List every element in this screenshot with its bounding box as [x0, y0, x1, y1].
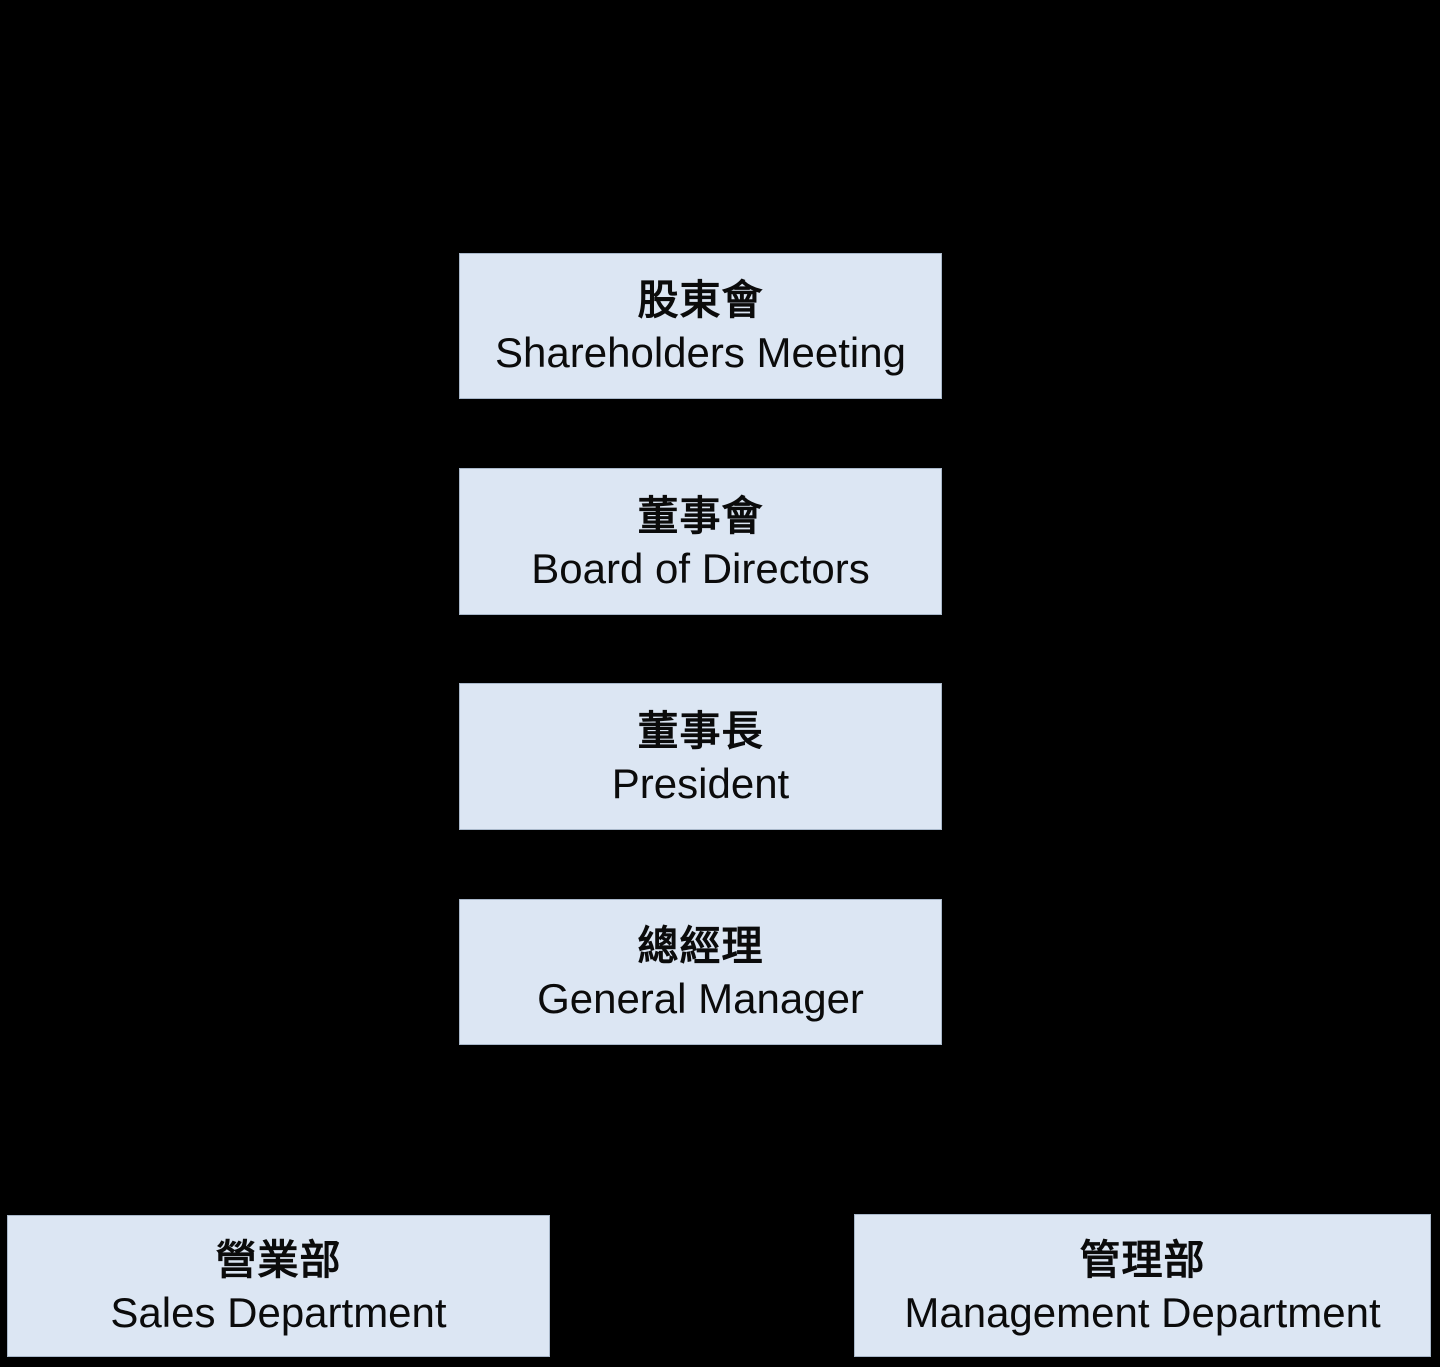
node-title-zh: 管理部: [1079, 1236, 1206, 1283]
node-title-zh: 總經理: [637, 923, 764, 969]
org-node-board-of-directors: 董事會 Board of Directors: [459, 468, 942, 615]
node-subtitle-en: Management Department: [904, 1288, 1381, 1336]
node-subtitle-en: President: [611, 759, 790, 807]
node-title-zh: 營業部: [215, 1237, 342, 1283]
node-subtitle-en: General Manager: [537, 975, 864, 1022]
node-title-zh: 董事會: [637, 492, 764, 539]
node-subtitle-en: Sales Department: [110, 1289, 447, 1336]
node-title-zh: 董事長: [637, 707, 764, 754]
org-node-sales-department: 營業部 Sales Department: [7, 1215, 550, 1357]
node-subtitle-en: Board of Directors: [531, 544, 870, 592]
org-node-general-manager: 總經理 General Manager: [459, 899, 942, 1045]
org-node-management-department: 管理部 Management Department: [854, 1214, 1431, 1357]
node-title-zh: 股東會: [637, 277, 764, 323]
org-node-president: 董事長 President: [459, 683, 942, 830]
node-subtitle-en: Shareholders Meeting: [495, 329, 906, 376]
org-node-shareholders-meeting: 股東會 Shareholders Meeting: [459, 253, 942, 399]
